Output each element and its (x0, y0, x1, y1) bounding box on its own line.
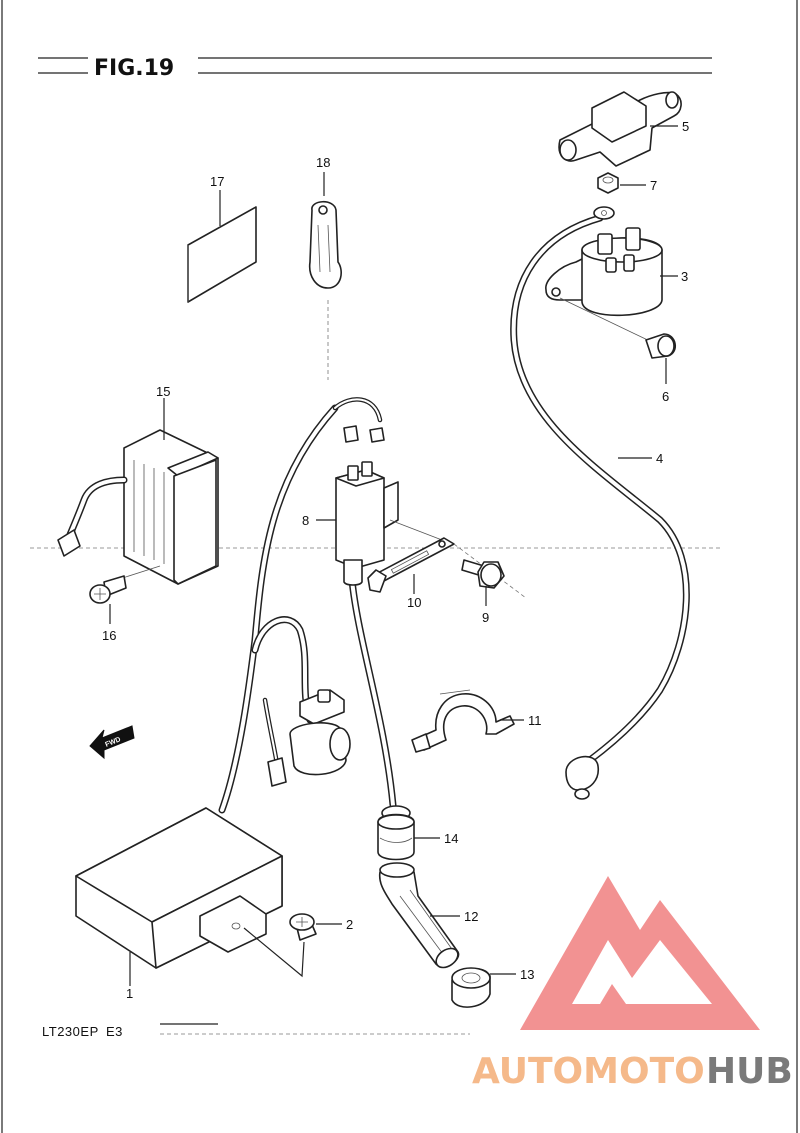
part-number-15: 15 (156, 384, 170, 399)
part-number-10: 10 (407, 595, 421, 610)
bolt-icon (453, 543, 527, 599)
regulator-icon (57, 429, 219, 585)
screw-icon (89, 565, 161, 604)
part-number-4: 4 (656, 451, 663, 466)
watermark-text-right: HUB (706, 1051, 793, 1092)
bracket-icon (367, 519, 455, 593)
clamp-icon (411, 689, 515, 753)
cap-icon (377, 805, 415, 861)
part-number-16: 16 (102, 628, 116, 643)
starter-relay-icon (545, 206, 663, 317)
pad-icon (187, 206, 257, 303)
part-number-13: 13 (520, 967, 534, 982)
part-number-18: 18 (316, 155, 330, 170)
part-number-6: 6 (662, 389, 669, 404)
part-number-14: 14 (444, 831, 458, 846)
part-number-17: 17 (210, 174, 224, 189)
model-code: LT230EP (42, 1024, 99, 1039)
holder-icon (308, 200, 342, 289)
figure-title: FIG.19 (94, 56, 174, 81)
cap-icon (378, 862, 460, 969)
screw-icon (243, 913, 317, 978)
wiring-harness (218, 214, 690, 814)
cable-icon (565, 755, 600, 800)
market-code: E3 (106, 1024, 123, 1039)
part-number-11: 11 (528, 713, 542, 728)
callouts: 1 2 3 4 5 6 7 8 9 10 11 12 13 (102, 119, 689, 1001)
control-unit-icon (75, 807, 283, 969)
nut-icon (597, 172, 619, 194)
watermark-logo (520, 876, 760, 1030)
footer: LT230EP E3 (42, 1023, 470, 1039)
boot-cover-icon (558, 91, 682, 167)
header-rules (38, 57, 712, 74)
connector-icon (267, 689, 351, 787)
part-number-7: 7 (650, 178, 657, 193)
part-number-3: 3 (681, 269, 688, 284)
part-number-5: 5 (682, 119, 689, 134)
watermark-text-left: AUTOMOTO (472, 1051, 705, 1092)
fwd-arrow-icon: FWD (89, 725, 135, 760)
ignition-coil-icon (335, 425, 399, 586)
cap-icon (451, 967, 491, 1008)
part-number-2: 2 (346, 917, 353, 932)
part-number-12: 12 (464, 909, 478, 924)
part-number-9: 9 (482, 610, 489, 625)
part-number-1: 1 (126, 986, 133, 1001)
screw-icon (559, 297, 676, 359)
part-number-8: 8 (302, 513, 309, 528)
